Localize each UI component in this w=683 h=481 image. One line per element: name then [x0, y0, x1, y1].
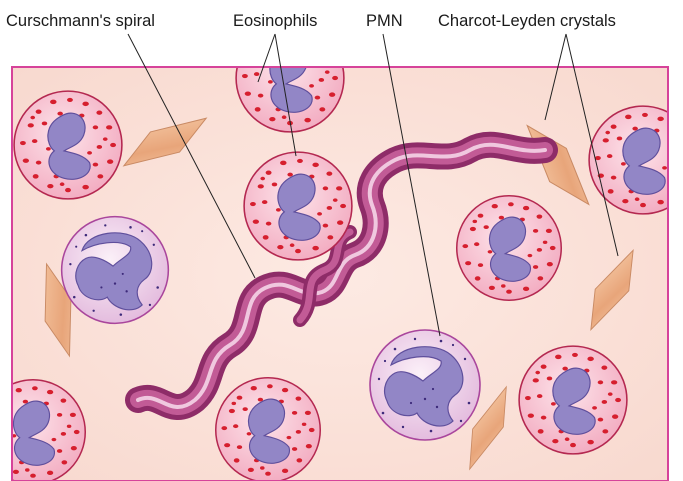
eosinophil — [519, 346, 627, 454]
pmn-neutrophil — [62, 217, 169, 324]
pmn-label: PMN — [366, 12, 403, 30]
eosinophil — [457, 196, 562, 301]
pmn-neutrophil — [370, 330, 480, 440]
charcot-leyden-crystals-label: Charcot-Leyden crystals — [438, 12, 616, 30]
eosinophil — [244, 152, 352, 260]
eosinophil — [236, 24, 344, 132]
eosinophil — [216, 378, 321, 481]
curschmann-spiral-label: Curschmann's spiral — [6, 12, 155, 30]
eosinophils-label: Eosinophils — [233, 12, 317, 30]
eosinophil — [14, 91, 122, 199]
